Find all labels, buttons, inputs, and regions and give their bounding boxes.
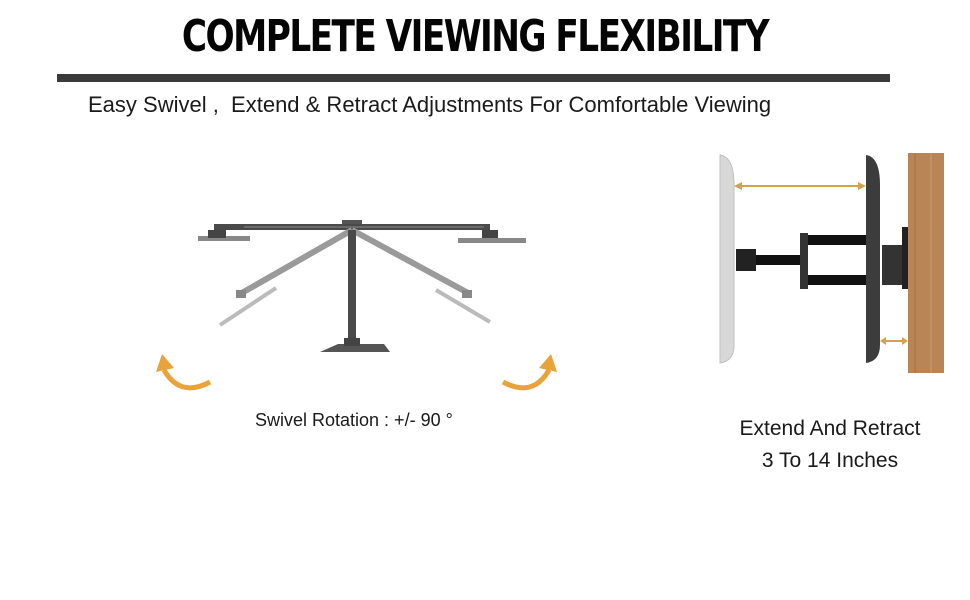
rotate-left-arrow-icon (156, 354, 212, 391)
rotate-right-arrow-icon (501, 354, 557, 391)
swivel-caption: Swivel Rotation : +/- 90 ° (255, 410, 453, 430)
extend-caption: Extend And Retract 3 To 14 Inches (700, 413, 960, 477)
extend-caption-line2: 3 To 14 Inches (761, 449, 899, 472)
title-divider (57, 74, 890, 82)
extend-mount-diagram (719, 153, 944, 373)
page-title: COMPLETE VIEWING FLEXIBILITY (181, 11, 770, 62)
subtitle: Easy Swivel , Extend & Retract Adjustmen… (88, 92, 772, 117)
swivel-mount-diagram (198, 220, 526, 352)
extend-caption-line1: Extend And Retract (739, 417, 921, 440)
